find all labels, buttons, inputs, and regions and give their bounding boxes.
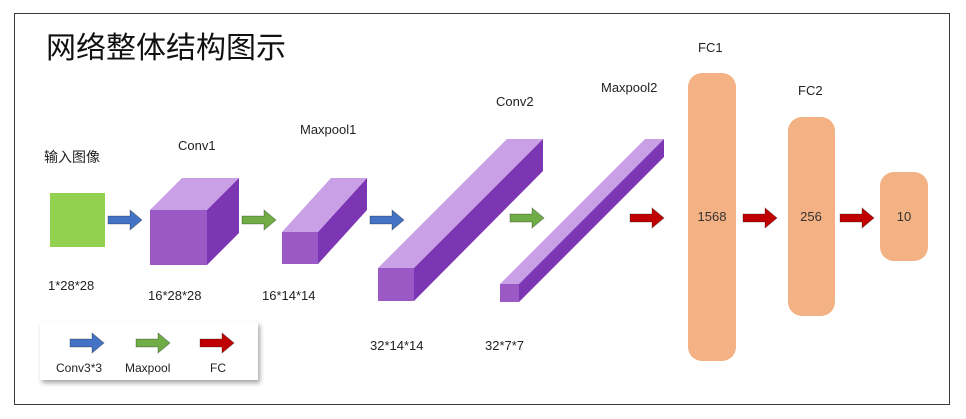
conv-arrow-2 bbox=[369, 209, 405, 231]
conv1-dims: 16*28*28 bbox=[148, 288, 202, 303]
maxpool1-box bbox=[282, 178, 367, 264]
fc-arrow-2 bbox=[742, 207, 778, 229]
input-image-square bbox=[50, 193, 105, 247]
fc2-label: FC2 bbox=[798, 83, 823, 98]
fc1-units: 1568 bbox=[698, 209, 727, 224]
fc-arrow-1 bbox=[629, 207, 665, 229]
maxpool2-dims: 32*7*7 bbox=[485, 338, 524, 353]
conv-arrow-1 bbox=[107, 209, 143, 231]
output-units: 10 bbox=[897, 209, 911, 224]
maxpool1-dims: 16*14*14 bbox=[262, 288, 316, 303]
input-dims: 1*28*28 bbox=[48, 278, 94, 293]
output-block bbox=[880, 172, 928, 261]
input-label: 输入图像 bbox=[44, 150, 100, 166]
diagram-title: 网络整体结构图示 bbox=[46, 31, 286, 66]
legend-box bbox=[40, 322, 258, 380]
maxpool-arrow-2 bbox=[509, 207, 545, 229]
conv2-box bbox=[378, 139, 543, 301]
fc1-block bbox=[688, 73, 736, 361]
conv2-label: Conv2 bbox=[496, 94, 534, 109]
fc2-units: 256 bbox=[800, 209, 822, 224]
legend-fc-label: FC bbox=[210, 361, 226, 375]
fc1-label: FC1 bbox=[698, 40, 723, 55]
maxpool2-box bbox=[500, 139, 664, 302]
fc2-block bbox=[788, 117, 835, 316]
maxpool2-label: Maxpool2 bbox=[601, 80, 657, 95]
legend-conv-arrow-icon bbox=[69, 332, 105, 354]
conv2-dims: 32*14*14 bbox=[370, 338, 424, 353]
maxpool1-label: Maxpool1 bbox=[300, 122, 356, 137]
maxpool-arrow-1 bbox=[241, 209, 277, 231]
legend-conv-label: Conv3*3 bbox=[56, 361, 102, 375]
legend-maxpool-label: Maxpool bbox=[125, 361, 170, 375]
legend: Conv3*3 Maxpool FC bbox=[40, 322, 258, 380]
legend-fc-arrow-icon bbox=[199, 332, 235, 354]
conv1-label: Conv1 bbox=[178, 138, 216, 153]
fc-arrow-3 bbox=[839, 207, 875, 229]
conv1-box bbox=[150, 178, 239, 265]
legend-maxpool-arrow-icon bbox=[135, 332, 171, 354]
